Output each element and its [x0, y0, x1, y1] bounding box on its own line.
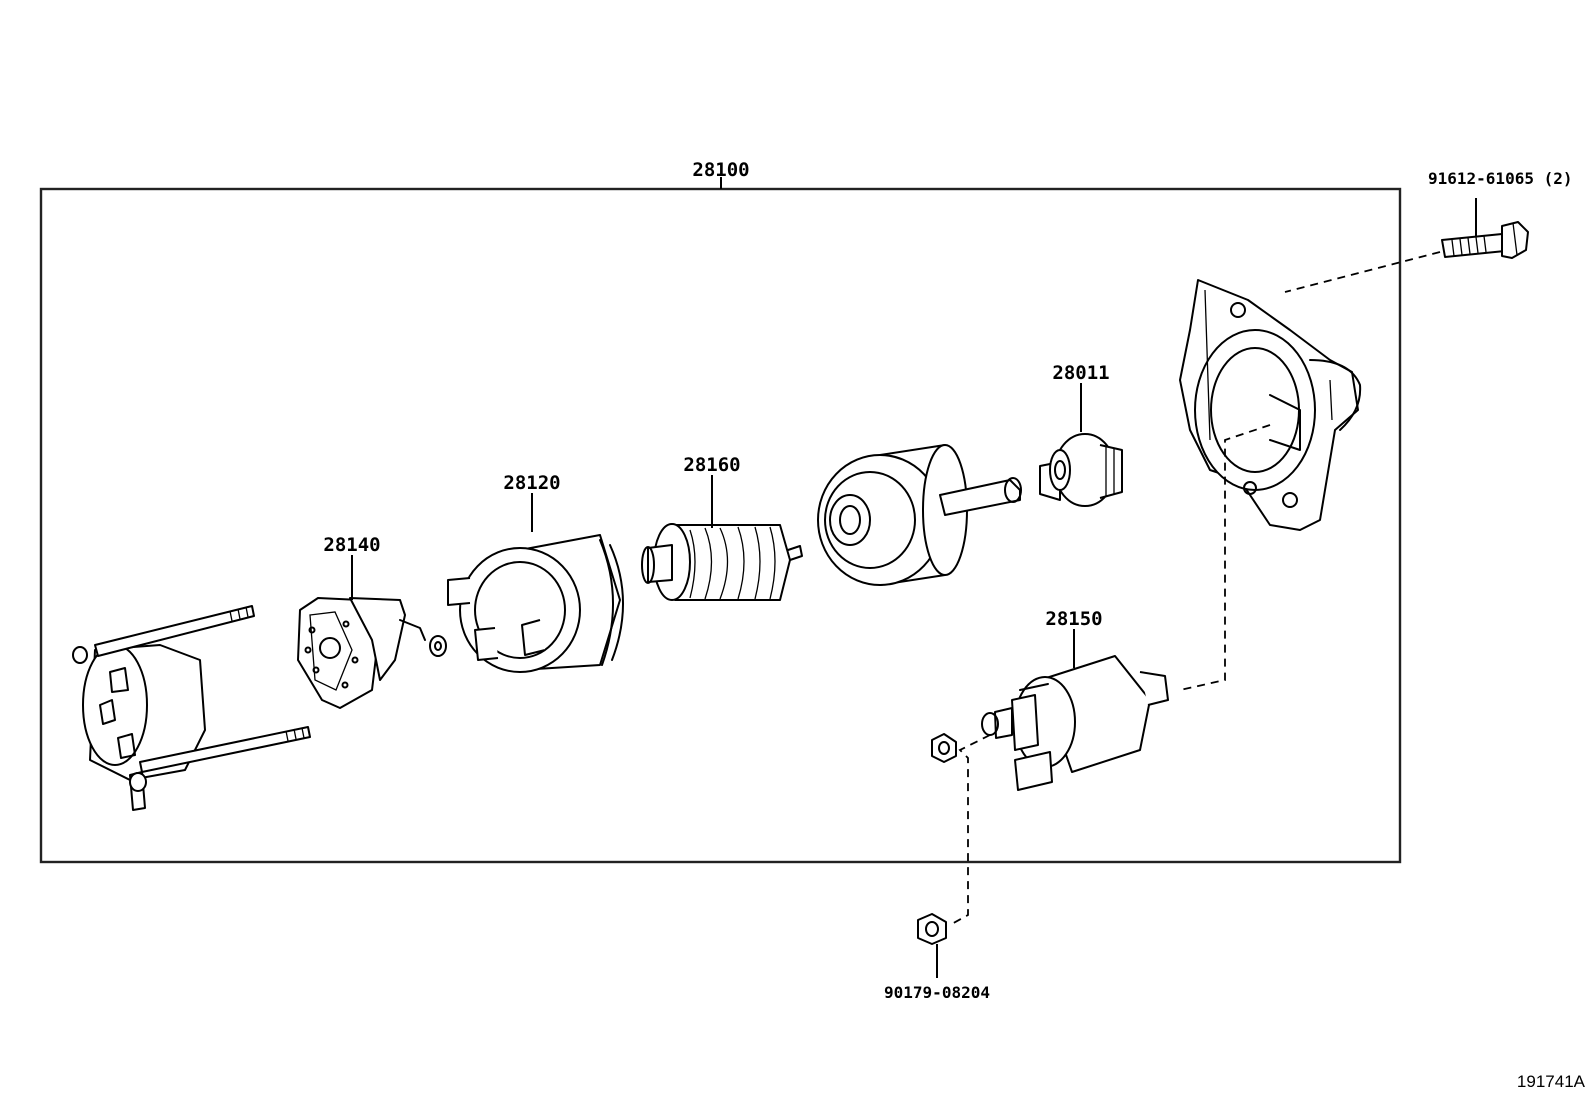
callout-solenoid[interactable]: 28150	[1045, 608, 1102, 630]
callout-brush-holder[interactable]: 28140	[323, 534, 380, 556]
callout-pinion-gear[interactable]: 28011	[1052, 362, 1109, 384]
end-frame-part[interactable]	[72, 605, 311, 811]
terminal-nut-part[interactable]	[931, 733, 957, 763]
callout-bolt[interactable]: 91612-61065 (2)	[1428, 169, 1573, 188]
brush-holder-part[interactable]	[297, 597, 447, 709]
callout-armature[interactable]: 28160	[683, 454, 740, 476]
clutch-part[interactable]	[817, 444, 1022, 586]
callout-yoke[interactable]: 28120	[503, 472, 560, 494]
nut-part[interactable]	[917, 913, 947, 945]
callout-nut[interactable]: 90179-08204	[884, 983, 990, 1002]
diagram-id: 191741A	[1517, 1072, 1586, 1091]
pinion-gear-part[interactable]	[1039, 433, 1123, 507]
drive-housing-part[interactable]	[1179, 279, 1362, 531]
solenoid-part[interactable]	[981, 655, 1169, 791]
yoke-part[interactable]	[447, 534, 624, 673]
callout-assembly[interactable]: 28100	[692, 159, 749, 181]
bolt-part[interactable]	[1441, 221, 1529, 259]
armature-part[interactable]	[641, 523, 803, 601]
